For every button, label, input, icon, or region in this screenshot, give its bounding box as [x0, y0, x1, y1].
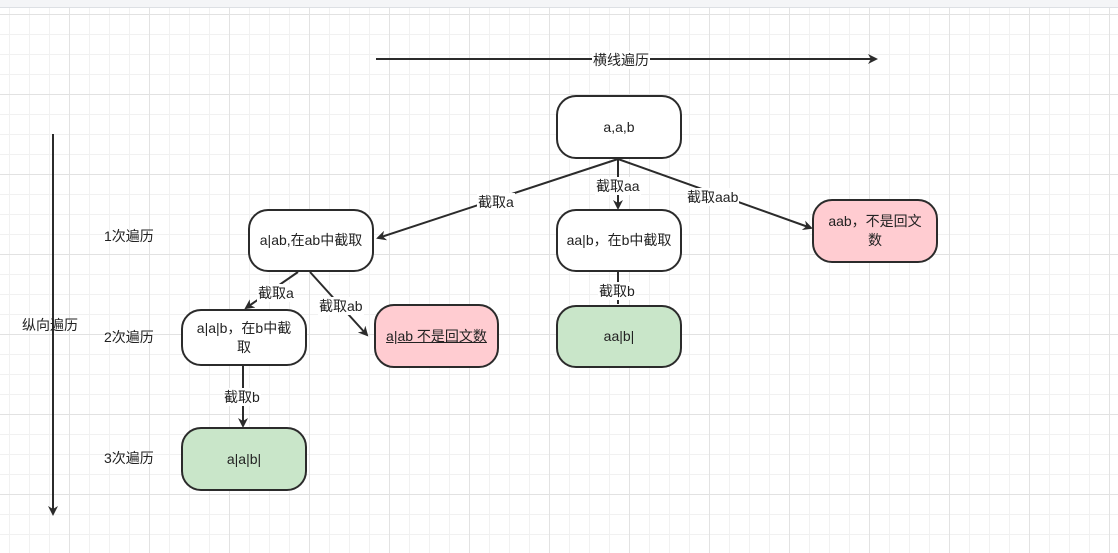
edge-label-l2a-to-b: 截取b	[223, 388, 261, 406]
edge-label-root-to-aa: 截取aa	[595, 177, 641, 195]
level-label-3: 3次遍历	[104, 450, 154, 466]
node-l3-b: a|a|b|	[181, 427, 307, 491]
node-root: a,a,b	[556, 95, 682, 159]
node-l2-a: a|a|b，在b中截取	[181, 309, 307, 366]
top-toolbar-strip	[0, 0, 1118, 8]
level-label-1: 1次遍历	[104, 228, 154, 244]
edge-label-root-to-aab: 截取aab	[686, 188, 740, 206]
level-label-2: 2次遍历	[104, 329, 154, 345]
node-l2-ab: a|ab 不是回文数	[374, 304, 499, 368]
vertical-axis-label: 纵向遍历	[22, 317, 78, 333]
node-l2-b: aa|b|	[556, 305, 682, 368]
edge-label-l1a-to-a: 截取a	[257, 284, 295, 302]
node-l1-aab: aab，不是回文数	[812, 199, 938, 263]
edge-label-l1a-to-ab: 截取ab	[318, 297, 364, 315]
horizontal-axis-label: 横线遍历	[592, 51, 650, 69]
node-l1-aa: aa|b，在b中截取	[556, 209, 682, 272]
node-l1-a: a|ab,在ab中截取	[248, 209, 374, 272]
edge-label-root-to-a: 截取a	[477, 193, 515, 211]
edge-label-l1aa-to-b: 截取b	[598, 282, 636, 300]
